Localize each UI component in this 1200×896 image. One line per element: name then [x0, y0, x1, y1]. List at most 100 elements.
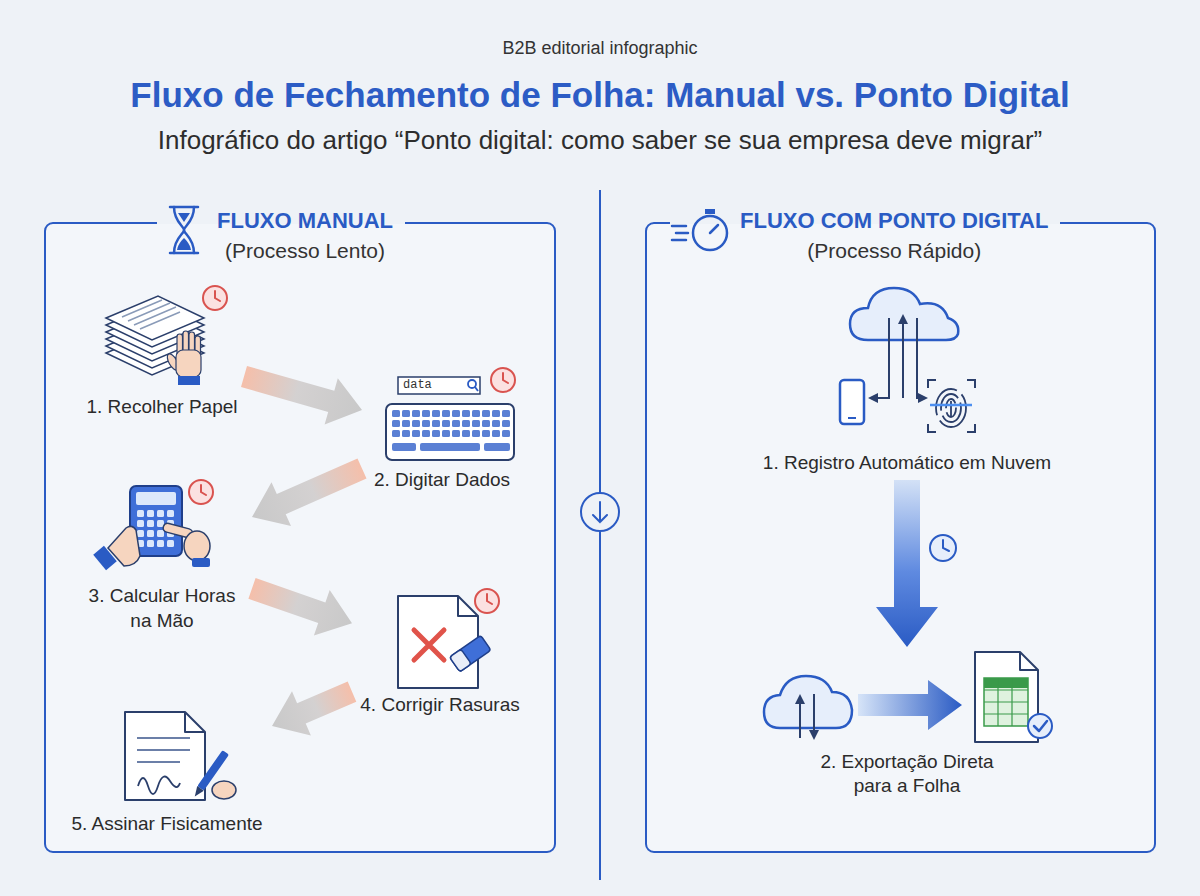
hand-icon	[184, 531, 210, 561]
fingerprint-icon	[950, 401, 952, 416]
hourglass-icon	[170, 207, 198, 253]
fingerprint-icon	[930, 404, 972, 407]
calculator-icon	[136, 492, 176, 505]
hand-icon	[192, 558, 210, 567]
hand-icon	[165, 331, 201, 385]
step-label: 1. Registro Automático em Nuvem	[752, 451, 1062, 475]
keyboard-icon	[491, 368, 515, 392]
stopwatch-icon	[672, 226, 688, 240]
fingerprint-icon	[941, 394, 961, 422]
center-divider	[581, 493, 619, 531]
hand-icon	[108, 526, 140, 566]
stopwatch-icon	[705, 209, 715, 214]
keyboard-icon	[468, 380, 476, 388]
stopwatch-icon	[672, 209, 727, 250]
flow-arrow	[248, 578, 352, 635]
signed-document-icon	[137, 738, 190, 762]
clock-icon	[930, 535, 956, 561]
cloud-sync-icon	[850, 288, 958, 340]
fingerprint-icon	[946, 399, 956, 417]
panel-heading: FLUXO COM PONTO DIGITAL(Processo Rápido)	[670, 205, 1060, 265]
hourglass-icon	[177, 238, 191, 250]
stopwatch-icon	[710, 225, 718, 233]
center-divider	[599, 531, 601, 880]
erased-document-icon	[450, 635, 491, 672]
erased-document-icon	[450, 649, 472, 672]
signed-document-icon	[185, 712, 205, 732]
spreadsheet-icon	[1028, 714, 1052, 738]
flow-arrow	[252, 458, 367, 526]
spreadsheet-icon	[984, 678, 1028, 726]
phone-icon	[840, 380, 864, 424]
spreadsheet-icon	[1020, 652, 1038, 670]
stopwatch-icon	[672, 225, 686, 228]
cloud-sync-icon	[917, 318, 926, 398]
center-divider	[581, 190, 619, 880]
calculator-icon	[93, 480, 213, 570]
spreadsheet-icon	[1034, 721, 1047, 731]
keyboard-icon	[398, 377, 480, 394]
hourglass-icon	[174, 207, 194, 253]
panel-subtitle: (Processo Lento)	[217, 237, 393, 265]
cloud-sync-icon	[902, 316, 904, 398]
flow-arrow	[241, 366, 362, 425]
flow-arrow	[272, 682, 356, 736]
phone-icon	[840, 380, 864, 424]
panel-heading-text: FLUXO COM PONTO DIGITAL(Processo Rápido)	[740, 205, 1048, 265]
erased-document-icon	[398, 589, 499, 688]
clock-icon	[943, 540, 949, 551]
keyboard-icon	[386, 368, 515, 460]
cloud-sync-icon	[840, 288, 975, 432]
step-label: 5. Assinar Fisicamente	[62, 812, 272, 836]
keyboard-icon	[386, 404, 514, 460]
panel-title: FLUXO MANUAL	[217, 205, 393, 237]
stopwatch-icon	[676, 232, 688, 235]
fingerprint-icon	[936, 389, 966, 427]
spreadsheet-icon	[975, 652, 1052, 742]
hourglass-icon	[178, 213, 190, 222]
keyboard-icon	[420, 443, 480, 451]
signed-document-icon	[192, 786, 204, 799]
step-label: 4. Corrigir Rasuras	[352, 693, 528, 717]
paper-stack-icon	[122, 300, 180, 329]
erased-document-icon	[450, 635, 491, 672]
center-divider	[599, 190, 601, 493]
cloud-sync-icon	[870, 318, 889, 398]
hourglass-icon	[170, 207, 198, 253]
subtitle: Infográfico do artigo “Ponto digital: co…	[0, 124, 1200, 156]
keyboard-icon	[484, 443, 510, 451]
step-label: 2. Digitar Dados	[362, 468, 522, 492]
panel-heading-text: FLUXO MANUAL(Processo Lento)	[217, 205, 393, 265]
center-divider	[593, 502, 607, 522]
signed-document-icon	[125, 712, 205, 800]
keyboard-icon	[392, 410, 510, 440]
spreadsheet-icon	[984, 678, 1028, 726]
flow-arrow	[876, 480, 938, 647]
calculator-icon	[189, 480, 213, 504]
hand-icon	[176, 350, 201, 377]
export-icon	[813, 694, 815, 738]
search-field-text: data	[403, 377, 463, 394]
phone-icon	[848, 417, 856, 419]
paper-stack-icon	[106, 286, 227, 385]
fingerprint-icon	[928, 380, 975, 432]
export-icon	[858, 680, 962, 730]
keyboard-icon	[392, 443, 416, 451]
kicker-label: B2B editorial infographic	[0, 37, 1200, 59]
clock-icon	[930, 535, 956, 561]
hand-icon	[178, 376, 200, 385]
signed-document-icon	[138, 777, 180, 794]
erased-document-icon	[398, 596, 478, 688]
export-icon	[764, 676, 852, 728]
main-title: Fluxo de Fechamento de Folha: Manual vs.…	[0, 70, 1200, 120]
panel-subtitle: (Processo Rápido)	[740, 237, 1048, 265]
fingerprint-icon	[928, 380, 975, 432]
signed-document-icon	[212, 781, 236, 799]
step-label: 1. Recolher Papel	[80, 395, 244, 419]
panel-title: FLUXO COM PONTO DIGITAL	[740, 205, 1048, 237]
step-label: 2. Exportação Direta para a Folha	[802, 750, 1012, 798]
stopwatch-icon	[693, 216, 727, 250]
